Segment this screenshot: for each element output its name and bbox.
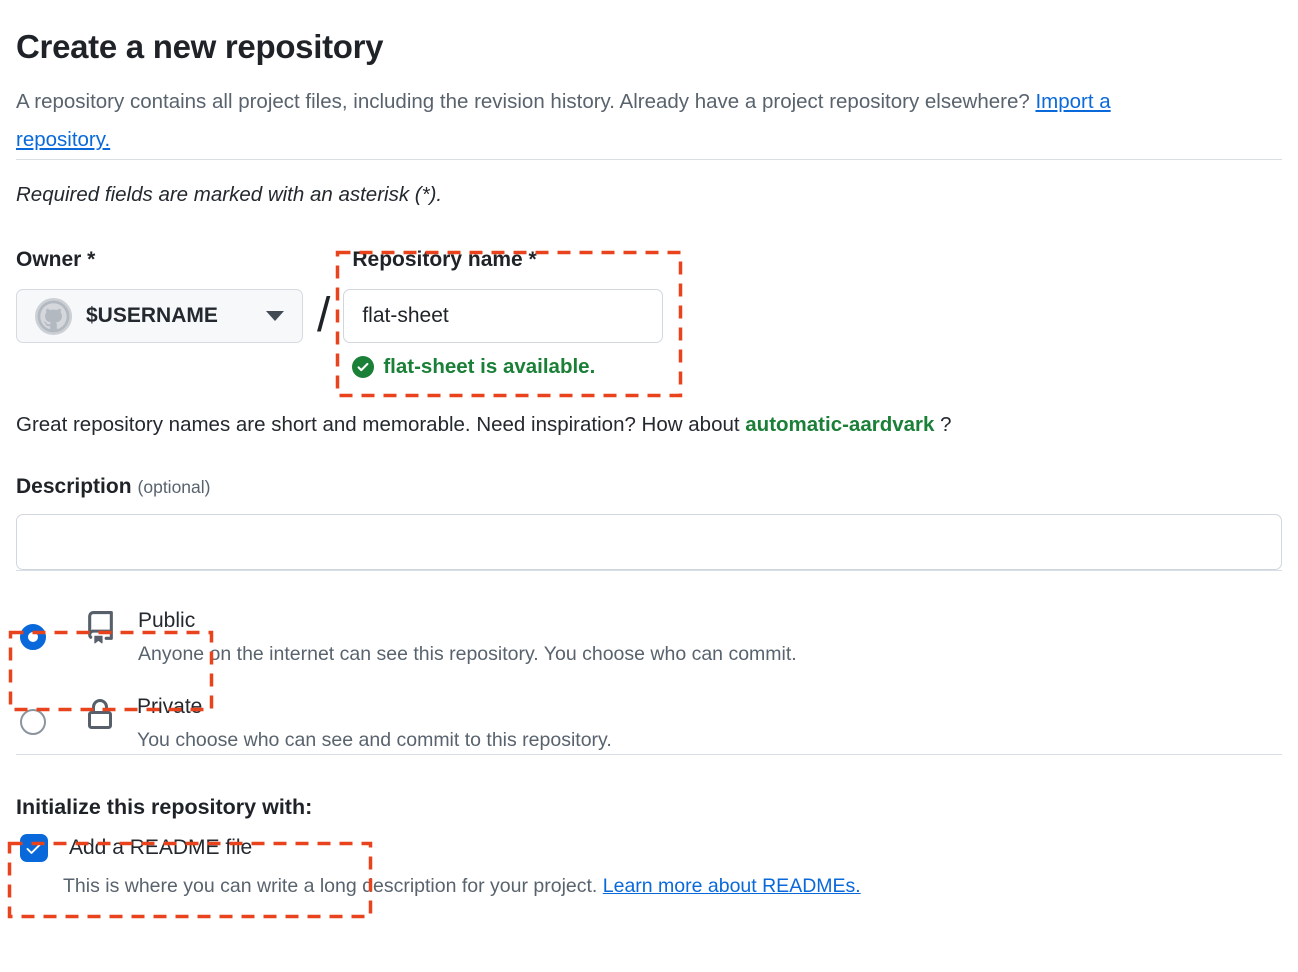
inspiration-text: Great repository names are short and mem… [16, 413, 746, 436]
checkmark-icon [26, 843, 42, 854]
readme-checkbox-label: Add a README file [69, 836, 253, 859]
repo-name-label: Repository name * [352, 248, 537, 271]
owner-repo-separator: / [317, 289, 331, 342]
inspiration-suffix: ? [934, 413, 952, 436]
learn-more-readmes-link[interactable]: Learn more about READMEs. [602, 875, 861, 897]
repo-name-field: Repository name * flat-sheet is availabl… [343, 246, 664, 379]
create-repository-form: Create a new repository A repository con… [16, 28, 1282, 899]
readme-option[interactable]: Add a README file [16, 834, 1282, 862]
availability-message: flat-sheet is available. [352, 355, 663, 379]
intro-paragraph: A repository contains all project files,… [16, 83, 1201, 159]
import-repository-link[interactable]: Import a repository. [16, 90, 1111, 151]
public-option-description: Anyone on the internet can see this repo… [138, 643, 797, 665]
readme-note: This is where you can write a long descr… [16, 873, 1282, 899]
owner-value: $USERNAME [86, 304, 218, 327]
description-input[interactable] [16, 514, 1282, 570]
intro-text: A repository contains all project files,… [16, 90, 1036, 113]
owner-label: Owner * [16, 248, 96, 271]
repo-name-input[interactable] [343, 289, 664, 343]
name-inspiration-line: Great repository names are short and mem… [16, 411, 1282, 438]
optional-hint: (optional) [137, 477, 211, 497]
github-avatar-icon [35, 297, 72, 335]
repo-book-icon [88, 611, 113, 644]
private-option-label: Private [137, 695, 203, 718]
check-circle-icon [352, 356, 375, 378]
public-option-label: Public [138, 609, 196, 632]
required-fields-note: Required fields are marked with an aster… [16, 183, 443, 206]
readme-checkbox[interactable] [20, 834, 48, 862]
description-label: Description(optional) [16, 475, 211, 498]
divider [16, 159, 1282, 160]
private-radio[interactable] [20, 709, 46, 735]
visibility-option-private[interactable]: Private You choose who can see and commi… [16, 693, 1282, 754]
suggested-name-link[interactable]: automatic-aardvark [745, 413, 935, 436]
availability-text: flat-sheet is available. [383, 355, 596, 378]
visibility-option-public[interactable]: Public Anyone on the internet can see th… [16, 607, 1282, 668]
readme-note-text: This is where you can write a long descr… [63, 875, 603, 897]
divider [16, 570, 1282, 571]
owner-field: Owner * $USERNAME [16, 246, 303, 343]
lock-icon [88, 699, 112, 729]
page-title: Create a new repository [16, 28, 384, 65]
owner-repo-row: Owner * $USERNAME / Repository name * [16, 246, 1282, 379]
initialize-heading: Initialize this repository with: [16, 795, 313, 819]
caret-down-icon [266, 311, 284, 321]
public-radio[interactable] [20, 624, 46, 650]
owner-dropdown-button[interactable]: $USERNAME [16, 289, 303, 343]
divider [16, 754, 1282, 755]
private-option-description: You choose who can see and commit to thi… [137, 729, 612, 751]
